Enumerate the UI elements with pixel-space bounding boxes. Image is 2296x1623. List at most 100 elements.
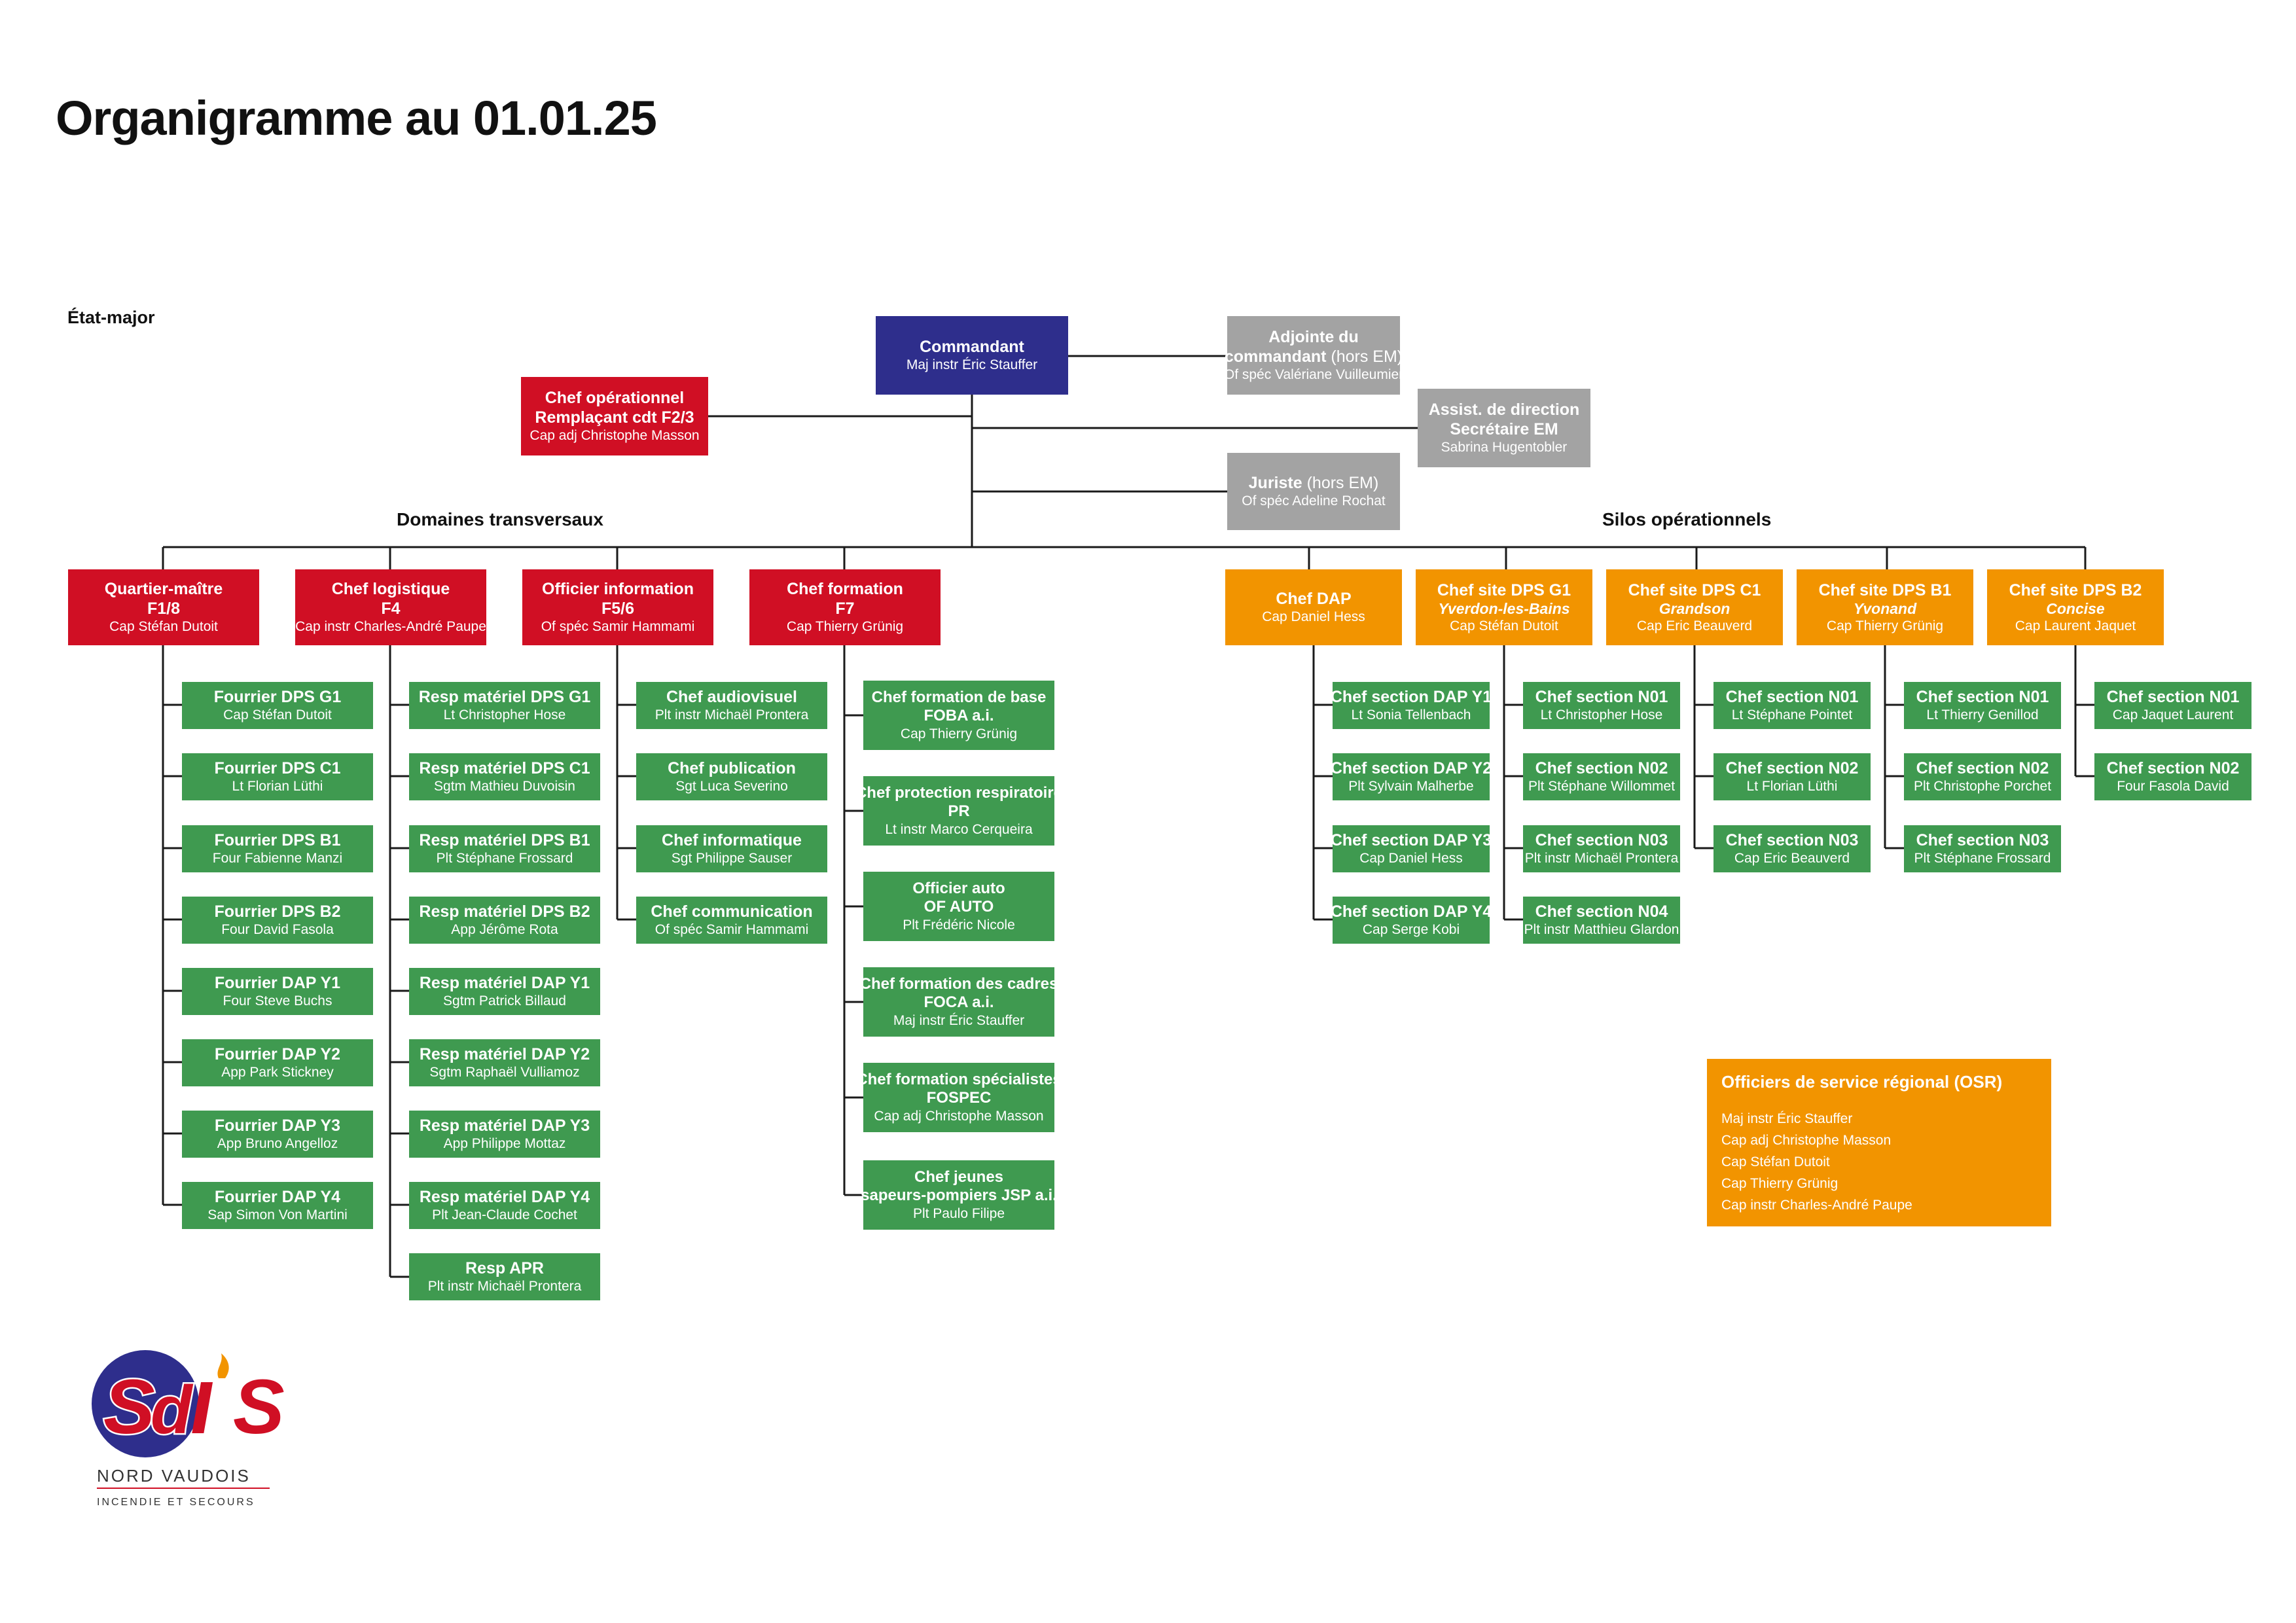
osr-member: Maj instr Éric Stauffer: [1721, 1111, 1853, 1126]
node-officier-auto[interactable]: Officier auto OF AUTO Plt Frédéric Nicol…: [863, 872, 1054, 941]
node-title-line2: FOCA a.i.: [924, 993, 994, 1012]
node-chef-site-dps-b1[interactable]: Chef site DPS B1 Yvonand Cap Thierry Grü…: [1797, 569, 1973, 645]
node-title: Chef opérationnel: [545, 389, 685, 408]
node-fourrier-dap-y2[interactable]: Fourrier DAP Y2 App Park Stickney: [182, 1039, 373, 1086]
node-resp-materiel-dps-b2[interactable]: Resp matériel DPS B2 App Jérôme Rota: [409, 897, 600, 944]
node-b2-chef-section-n02[interactable]: Chef section N02 Four Fasola David: [2094, 753, 2251, 800]
node-title: Resp matériel DPS C1: [419, 759, 590, 778]
node-title: Chef section N01: [2106, 688, 2240, 707]
node-title-line2: FOBA a.i.: [924, 707, 994, 725]
node-g1-chef-section-n04[interactable]: Chef section N04 Plt instr Matthieu Glar…: [1523, 897, 1680, 944]
node-fourrier-dap-y4[interactable]: Fourrier DAP Y4 Sap Simon Von Martini: [182, 1182, 373, 1229]
node-assist-direction[interactable]: Assist. de direction Secrétaire EM Sabri…: [1418, 389, 1590, 467]
node-title: Fourrier DAP Y2: [214, 1045, 341, 1064]
node-person: Plt Stéphane Frossard: [1914, 851, 2051, 866]
node-chef-informatique[interactable]: Chef informatique Sgt Philippe Sauser: [636, 825, 827, 872]
node-b2-chef-section-n01[interactable]: Chef section N01 Cap Jaquet Laurent: [2094, 682, 2251, 729]
node-person: Plt instr Matthieu Glardon: [1524, 922, 1679, 938]
node-person: Cap Serge Kobi: [1362, 922, 1460, 938]
node-quartier-maitre[interactable]: Quartier-maître F1/8 Cap Stéfan Dutoit: [68, 569, 259, 645]
osr-panel: Officiers de service régional (OSR) Maj …: [1707, 1059, 2051, 1226]
node-title: Resp APR: [465, 1259, 544, 1278]
node-title: Fourrier DAP Y1: [214, 974, 341, 993]
node-fourrier-dap-y3[interactable]: Fourrier DAP Y3 App Bruno Angelloz: [182, 1111, 373, 1158]
node-title-line2: commandant: [1224, 348, 1327, 366]
node-chef-section-dap-y1[interactable]: Chef section DAP Y1 Lt Sonia Tellenbach: [1331, 682, 1492, 729]
node-title-line2: PR: [948, 802, 970, 821]
node-person: App Jérôme Rota: [451, 922, 558, 938]
node-chef-jeunes-sapeurs-pompiers[interactable]: Chef jeunes sapeurs-pompiers JSP a.i. Pl…: [861, 1160, 1057, 1230]
node-person: Plt Jean-Claude Cochet: [432, 1207, 577, 1223]
node-title-line2: sapeurs-pompiers JSP a.i.: [861, 1186, 1057, 1205]
node-chef-audiovisuel[interactable]: Chef audiovisuel Plt instr Michaël Pront…: [636, 682, 827, 729]
node-person: Of spéc Adeline Rochat: [1242, 493, 1386, 509]
node-fourrier-dap-y1[interactable]: Fourrier DAP Y1 Four Steve Buchs: [182, 968, 373, 1015]
node-chef-operationnel[interactable]: Chef opérationnel Remplaçant cdt F2/3 Ca…: [521, 377, 708, 455]
osr-member: Cap instr Charles-André Paupe: [1721, 1198, 1912, 1213]
node-person: Cap Thierry Grünig: [900, 726, 1018, 742]
node-chef-formation-specialistes[interactable]: Chef formation spécialistes FOSPEC Cap a…: [856, 1063, 1062, 1132]
node-chef-section-dap-y3[interactable]: Chef section DAP Y3 Cap Daniel Hess: [1330, 825, 1492, 872]
node-fourrier-dps-c1[interactable]: Fourrier DPS C1 Lt Florian Lüthi: [182, 753, 373, 800]
node-title-line2: OF AUTO: [924, 898, 994, 916]
logo-wordmark-i: [192, 1382, 213, 1433]
node-person: App Bruno Angelloz: [217, 1136, 338, 1152]
node-title: Chef section N04: [1535, 902, 1668, 921]
node-chef-formation-base[interactable]: Chef formation de base FOBA a.i. Cap Thi…: [863, 681, 1054, 750]
node-title: Chef site DPS B1: [1818, 580, 1952, 599]
node-c1-chef-section-n01[interactable]: Chef section N01 Lt Stéphane Pointet: [1713, 682, 1871, 729]
node-chef-site-dps-b2[interactable]: Chef site DPS B2 Concise Cap Laurent Jaq…: [1987, 569, 2164, 645]
node-title: Quartier-maître: [104, 580, 223, 599]
node-b1-chef-section-n01[interactable]: Chef section N01 Lt Thierry Genillod: [1904, 682, 2061, 729]
node-person: Sgt Luca Severino: [675, 779, 788, 794]
logo-wordmark-d: d: [151, 1372, 194, 1448]
node-chef-publication[interactable]: Chef publication Sgt Luca Severino: [636, 753, 827, 800]
node-commandant[interactable]: Commandant Maj instr Éric Stauffer: [876, 316, 1068, 395]
node-chef-protection-respiratoire[interactable]: Chef protection respiratoire PR Lt instr…: [855, 776, 1062, 846]
node-g1-chef-section-n03[interactable]: Chef section N03 Plt instr Michaël Pront…: [1523, 825, 1680, 872]
sdis-logo: S d S NORD VAUDOIS INCENDIE ET SECOURS: [92, 1350, 286, 1508]
node-title: Chef section N03: [1535, 831, 1668, 850]
node-resp-materiel-dps-g1[interactable]: Resp matériel DPS G1 Lt Christopher Hose: [409, 682, 600, 729]
node-c1-chef-section-n03[interactable]: Chef section N03 Cap Eric Beauverd: [1713, 825, 1871, 872]
node-person: Four Steve Buchs: [223, 993, 332, 1009]
node-person: Plt Stéphane Frossard: [436, 851, 573, 866]
node-b1-chef-section-n02[interactable]: Chef section N02 Plt Christophe Porchet: [1904, 753, 2061, 800]
node-resp-materiel-dps-c1[interactable]: Resp matériel DPS C1 Sgtm Mathieu Duvois…: [409, 753, 600, 800]
node-adjointe[interactable]: Adjointe du commandant (hors EM) Of spéc…: [1224, 316, 1403, 395]
node-chef-site-dps-c1[interactable]: Chef site DPS C1 Grandson Cap Eric Beauv…: [1606, 569, 1783, 645]
node-resp-apr[interactable]: Resp APR Plt instr Michaël Prontera: [409, 1253, 600, 1300]
node-chef-section-dap-y2[interactable]: Chef section DAP Y2 Plt Sylvain Malherbe: [1331, 753, 1492, 800]
node-resp-materiel-dap-y1[interactable]: Resp matériel DAP Y1 Sgtm Patrick Billau…: [409, 968, 600, 1015]
node-fourrier-dps-b1[interactable]: Fourrier DPS B1 Four Fabienne Manzi: [182, 825, 373, 872]
node-chef-formation-cadres[interactable]: Chef formation des cadres FOCA a.i. Maj …: [860, 967, 1058, 1037]
node-juriste[interactable]: Juriste (hors EM) Of spéc Adeline Rochat: [1227, 453, 1400, 530]
node-chef-site-dps-g1[interactable]: Chef site DPS G1 Yverdon-les-Bains Cap S…: [1416, 569, 1592, 645]
node-g1-chef-section-n01[interactable]: Chef section N01 Lt Christopher Hose: [1523, 682, 1680, 729]
node-resp-materiel-dap-y3[interactable]: Resp matériel DAP Y3 App Philippe Mottaz: [409, 1111, 600, 1158]
node-title: Fourrier DPS B1: [214, 831, 341, 850]
node-g1-chef-section-n02[interactable]: Chef section N02 Plt Stéphane Willommet: [1523, 753, 1680, 800]
node-chef-formation[interactable]: Chef formation F7 Cap Thierry Grünig: [749, 569, 941, 645]
node-resp-materiel-dap-y2[interactable]: Resp matériel DAP Y2 Sgtm Raphaël Vullia…: [409, 1039, 600, 1086]
node-officier-information[interactable]: Officier information F5/6 Of spéc Samir …: [522, 569, 713, 645]
node-chef-logistique[interactable]: Chef logistique F4 Cap instr Charles-And…: [295, 569, 486, 645]
node-chef-communication[interactable]: Chef communication Of spéc Samir Hammami: [636, 897, 827, 944]
node-person: Cap Laurent Jaquet: [2015, 618, 2136, 634]
node-resp-materiel-dps-b1[interactable]: Resp matériel DPS B1 Plt Stéphane Frossa…: [409, 825, 600, 872]
node-c1-chef-section-n02[interactable]: Chef section N02 Lt Florian Lüthi: [1713, 753, 1871, 800]
node-title: Fourrier DAP Y4: [214, 1188, 341, 1207]
node-title: Chef section N02: [1725, 759, 1859, 778]
section-label-etat-major: État-major: [67, 308, 155, 327]
node-chef-section-dap-y4[interactable]: Chef section DAP Y4 Cap Serge Kobi: [1331, 897, 1492, 944]
node-b1-chef-section-n03[interactable]: Chef section N03 Plt Stéphane Frossard: [1904, 825, 2061, 872]
node-title: Chef section DAP Y3: [1330, 831, 1492, 850]
logo-line1: NORD VAUDOIS: [97, 1466, 251, 1486]
node-title: Chef informatique: [662, 831, 802, 850]
node-fourrier-dps-b2[interactable]: Fourrier DPS B2 Four David Fasola: [182, 897, 373, 944]
node-fourrier-dps-g1[interactable]: Fourrier DPS G1 Cap Stéfan Dutoit: [182, 682, 373, 729]
node-chef-dap[interactable]: Chef DAP Cap Daniel Hess: [1225, 569, 1402, 645]
node-resp-materiel-dap-y4[interactable]: Resp matériel DAP Y4 Plt Jean-Claude Coc…: [409, 1182, 600, 1229]
node-title: Chef jeunes: [914, 1168, 1004, 1186]
logo-blue-circle: [92, 1350, 199, 1457]
